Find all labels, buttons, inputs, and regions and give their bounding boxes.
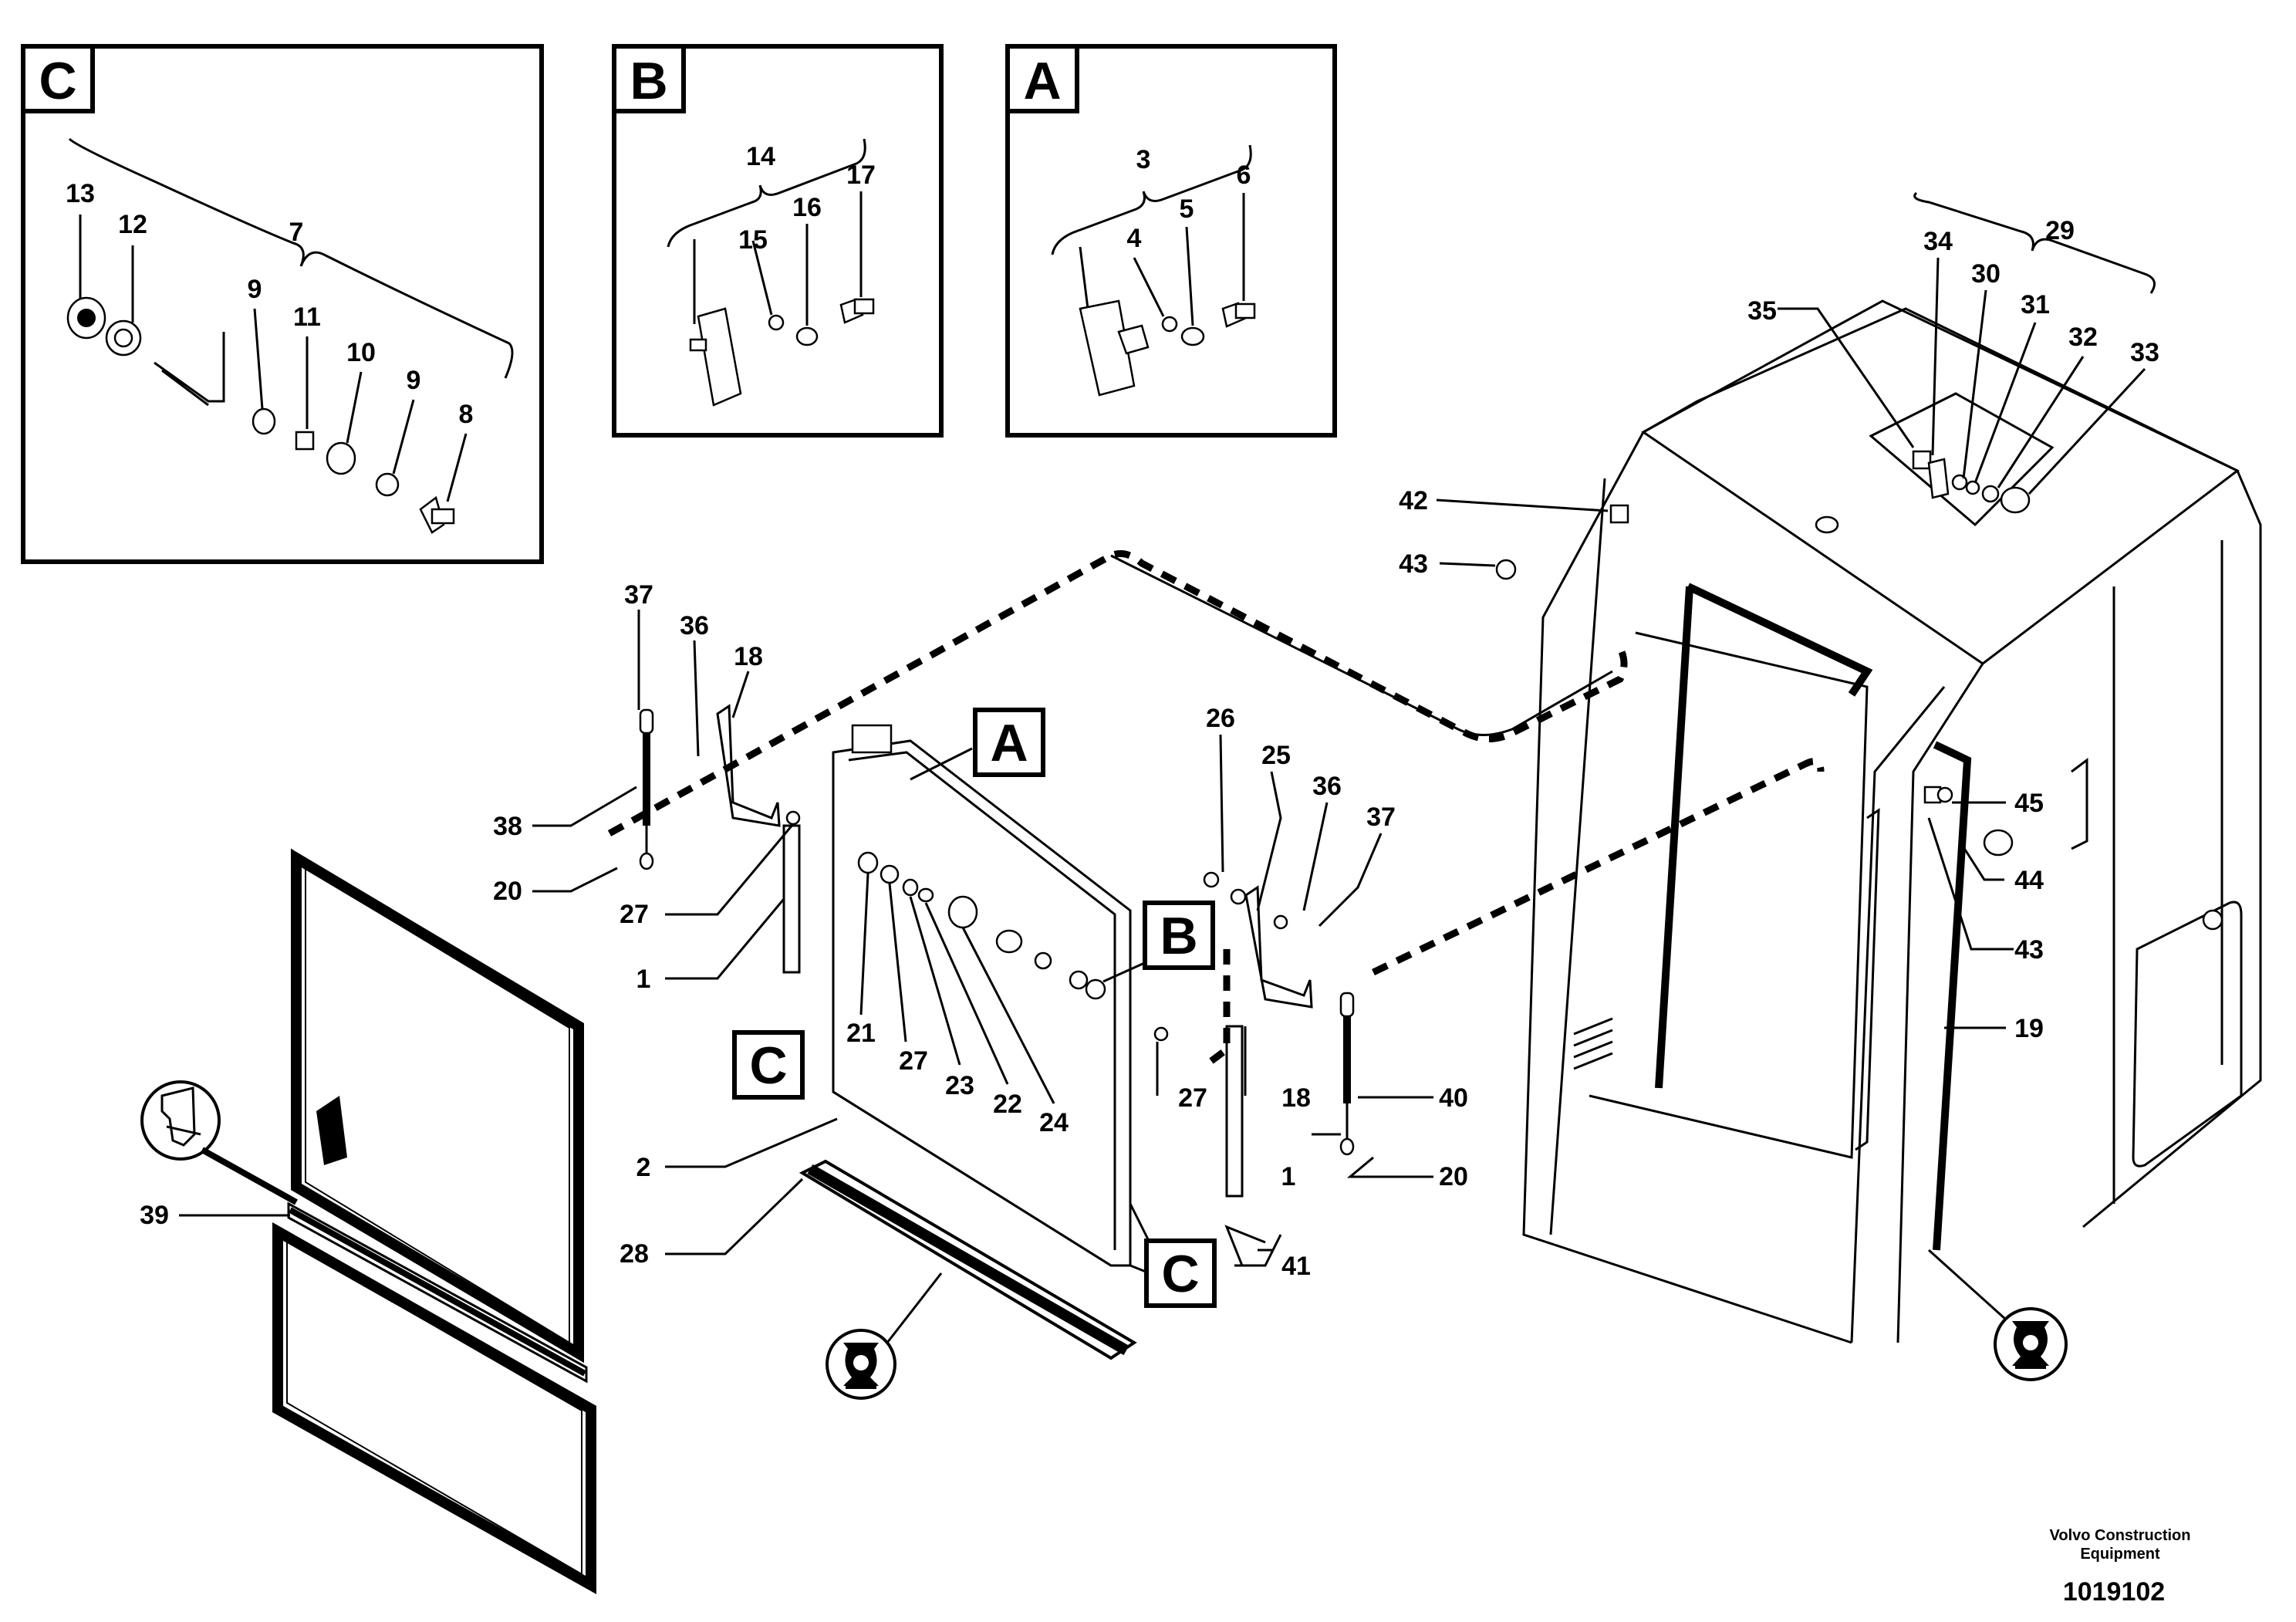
callout-5: 5 xyxy=(1180,194,1194,224)
callout-28: 28 xyxy=(620,1239,649,1269)
callout-13: 13 xyxy=(66,179,95,208)
callout-26: 26 xyxy=(1206,704,1235,733)
callout-4: 4 xyxy=(1127,224,1142,253)
callout-20a: 20 xyxy=(493,877,522,906)
callout-40: 40 xyxy=(1439,1083,1468,1113)
footer: Volvo Construction Equipment 1019102 xyxy=(2050,1527,2191,1607)
inset-c: C 13 12 7 9 11 10 9 8 xyxy=(21,44,544,564)
callout-38: 38 xyxy=(493,812,522,841)
callout-21: 21 xyxy=(846,1019,876,1048)
inset-b-ref: B xyxy=(630,52,667,110)
frame-ref-b: B xyxy=(1160,907,1197,965)
callout-36a: 36 xyxy=(680,611,709,640)
glass-panels: 39 xyxy=(140,848,596,1594)
callout-29: 29 xyxy=(2045,216,2075,245)
frame-ref-c1: C xyxy=(749,1036,787,1095)
callout-35: 35 xyxy=(1747,296,1777,326)
frame-ref-c2: C xyxy=(1161,1245,1199,1303)
drawing-number: 1019102 xyxy=(2063,1577,2165,1607)
callout-8: 8 xyxy=(459,400,474,429)
callout-44: 44 xyxy=(2014,866,2044,895)
callout-18a: 18 xyxy=(734,642,763,671)
callout-24: 24 xyxy=(1039,1108,1069,1137)
callout-19: 19 xyxy=(2014,1014,2044,1043)
callout-34: 34 xyxy=(1923,227,1953,256)
callout-1a: 1 xyxy=(636,965,651,994)
callout-41: 41 xyxy=(1281,1252,1311,1281)
callout-18b: 18 xyxy=(1281,1083,1311,1113)
company-line-2: Equipment xyxy=(2080,1546,2160,1563)
callout-11: 11 xyxy=(293,302,321,332)
callout-31: 31 xyxy=(2021,290,2050,319)
company-line-1: Volvo Construction xyxy=(2050,1527,2191,1544)
callout-33: 33 xyxy=(2130,338,2159,367)
callout-30: 30 xyxy=(1971,259,2001,289)
callout-14: 14 xyxy=(746,142,775,171)
callout-43a: 43 xyxy=(1399,549,1428,579)
callout-17: 17 xyxy=(846,161,876,190)
callout-39: 39 xyxy=(140,1201,169,1230)
inset-a: A 3 4 5 6 xyxy=(1005,44,1337,438)
callout-42: 42 xyxy=(1399,486,1428,515)
callout-10: 10 xyxy=(346,338,376,367)
inset-a-ref: A xyxy=(1023,52,1061,110)
callout-7: 7 xyxy=(289,218,304,247)
callout-1b: 1 xyxy=(1281,1162,1296,1191)
callout-32: 32 xyxy=(2068,323,2098,352)
callout-3: 3 xyxy=(1136,145,1151,174)
callout-37b: 37 xyxy=(1366,803,1396,832)
inset-c-ref: C xyxy=(39,52,76,110)
callout-20b: 20 xyxy=(1439,1162,1468,1191)
frame-ref-a: A xyxy=(990,714,1028,772)
callout-25: 25 xyxy=(1261,741,1291,770)
callout-36b: 36 xyxy=(1312,772,1342,801)
callout-16: 16 xyxy=(792,193,822,222)
cab-assembly: 35 34 30 31 32 33 29 42 43 45 44 43 19 xyxy=(607,191,2262,1381)
callout-27c: 27 xyxy=(1178,1083,1207,1113)
callout-15: 15 xyxy=(738,225,768,255)
inset-b: B 14 15 16 17 xyxy=(612,44,944,438)
callout-23: 23 xyxy=(945,1071,974,1100)
callout-45: 45 xyxy=(2014,789,2044,818)
callout-2: 2 xyxy=(636,1153,651,1182)
callout-9b: 9 xyxy=(407,366,421,395)
callout-43b: 43 xyxy=(2014,935,2044,965)
callout-27a: 27 xyxy=(620,900,649,929)
callout-37a: 37 xyxy=(624,580,653,610)
callout-22: 22 xyxy=(993,1090,1022,1119)
callout-6: 6 xyxy=(1237,161,1251,190)
callout-12: 12 xyxy=(118,210,147,239)
door-frame-assembly: A B C C 37 36 18 38 20 27 1 2 28 21 27 2… xyxy=(493,580,1468,1400)
callout-27b: 27 xyxy=(899,1046,928,1076)
callout-9a: 9 xyxy=(248,275,262,304)
